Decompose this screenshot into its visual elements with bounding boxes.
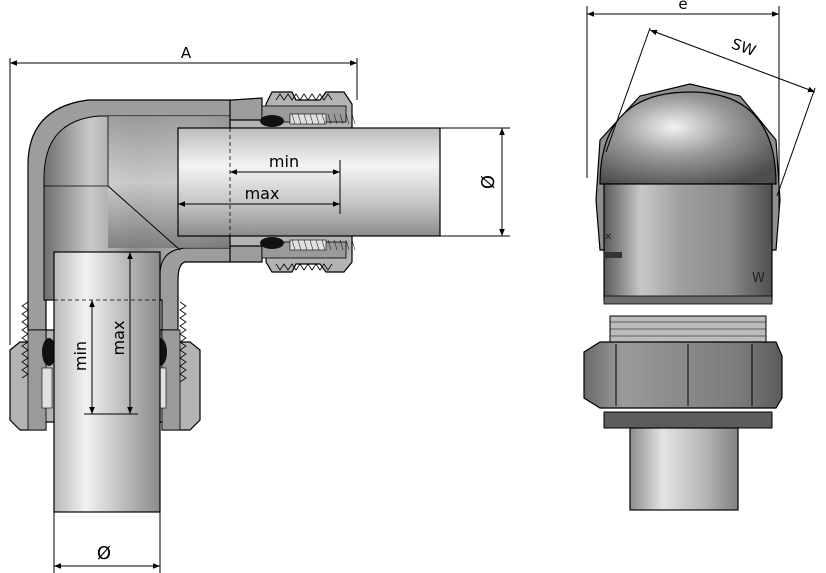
label-sw: SW (729, 35, 758, 60)
emboss-mark-2 (604, 252, 622, 258)
label-right-diameter: Ø (478, 175, 499, 189)
dimensions-external (586, 6, 816, 214)
label-a: A (181, 44, 192, 62)
nut-collar (603, 411, 773, 429)
label-e: e (678, 0, 687, 13)
bottom-seal-left (42, 338, 56, 366)
label-top-min: min (269, 152, 299, 171)
dimensions-section (9, 58, 510, 573)
external-view: ✕ W (583, 83, 783, 511)
label-bottom-max: max (109, 321, 128, 356)
top-seal-lower (260, 237, 284, 249)
horizontal-pipe (177, 127, 441, 237)
vertical-pipe (53, 251, 161, 513)
bore-intersection-line (107, 185, 181, 251)
label-bottom-min: min (71, 341, 90, 371)
emboss-mark-1: ✕ (604, 232, 612, 243)
top-seal-upper (260, 115, 284, 127)
label-bottom-diameter: Ø (97, 543, 111, 564)
section-view (9, 91, 441, 513)
cylinder-body (603, 183, 773, 301)
dome-cap (599, 91, 777, 185)
label-top-max: max (245, 184, 280, 203)
emboss-mark-3: W (752, 271, 765, 286)
spigot-pipe (629, 427, 739, 511)
hex-nut (583, 341, 783, 409)
